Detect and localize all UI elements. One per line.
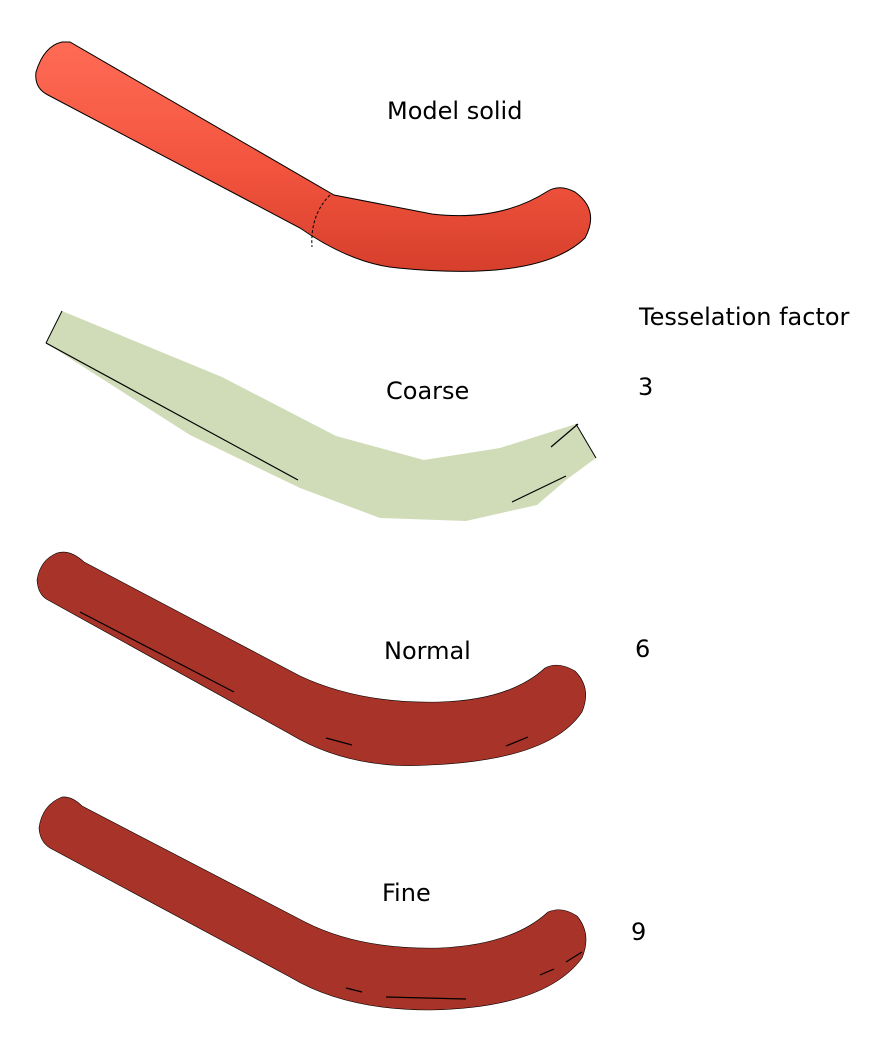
fine-edge-line-3 [539,968,555,976]
coarse-edge-line-2 [550,423,579,448]
normal-edge-line-3 [505,736,529,747]
fine-factor-value: 9 [631,918,646,946]
coarse-edge-line-3 [511,475,567,503]
coarse-edge-right [575,423,597,459]
normal-body [36,551,587,766]
fine-edge-line-4 [565,951,583,963]
normal-edge-line-2 [325,737,353,746]
fine-label: Fine [382,879,431,907]
fine-body [38,796,587,1011]
coarse-edge-left [45,310,63,344]
model-solid-seam [311,194,331,248]
coarse-pipe [45,310,597,521]
model-solid-body [35,41,592,272]
tesselation-factor-header: Tesselation factor [638,303,850,331]
model-solid-label: Model solid [387,97,522,125]
normal-pipe [36,551,587,766]
coarse-label: Coarse [386,377,469,405]
normal-label: Normal [384,637,471,665]
normal-edge-line-1 [79,611,235,693]
model-solid-pipe [35,41,592,272]
fine-pipe [38,796,587,1011]
coarse-body [46,311,596,521]
normal-factor-value: 6 [635,635,650,663]
fine-edge-line-1 [345,987,363,993]
fine-edge-line-2 [385,996,467,1000]
coarse-edge-line-1 [45,342,299,481]
coarse-factor-value: 3 [638,373,653,401]
